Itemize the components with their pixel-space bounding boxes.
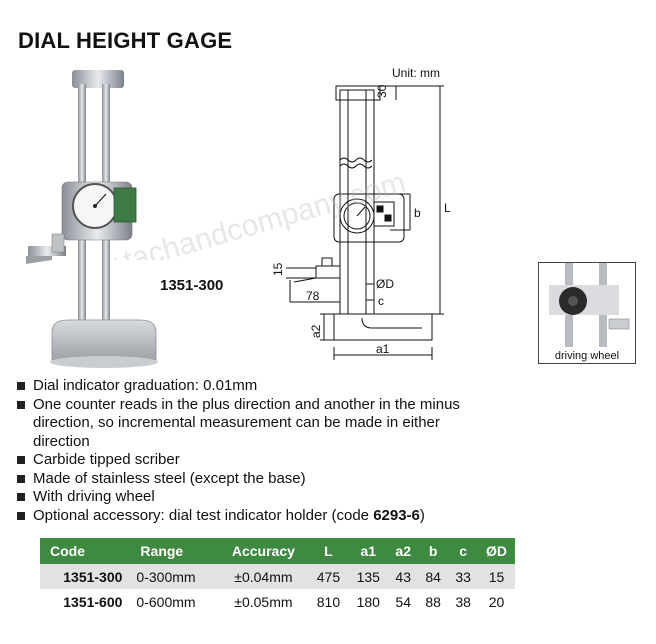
cell-a2: 43 <box>388 564 419 589</box>
header-b: b <box>418 538 449 564</box>
cell-accuracy: ±0.04mm <box>218 564 309 589</box>
cell-code: 1351-300 <box>40 564 131 589</box>
accessory-text: Optional accessory: dial test indicator … <box>33 506 374 524</box>
feature-item: Made of stainless steel (except the base… <box>16 470 486 489</box>
header-L: L <box>308 538 349 564</box>
table-row: 1351-600 0-600mm ±0.05mm 810 180 54 88 3… <box>40 589 515 614</box>
cell-a2: 54 <box>388 589 419 614</box>
dim-a1: a1 <box>376 342 390 356</box>
header-accuracy: Accuracy <box>218 538 309 564</box>
cell-c: 33 <box>448 564 479 589</box>
dim-c: c <box>378 294 384 308</box>
dim-30: 30 <box>375 84 389 98</box>
feature-item: Dial indicator graduation: 0.01mm <box>16 377 486 396</box>
product-photo <box>26 70 158 368</box>
dim-a2: a2 <box>309 324 323 338</box>
cell-L: 810 <box>308 589 349 614</box>
cell-phiD: 20 <box>478 589 515 614</box>
feature-item: Carbide tipped scriber <box>16 451 486 470</box>
cell-range: 0-600mm <box>130 589 219 614</box>
page-title: DIAL HEIGHT GAGE <box>18 28 233 53</box>
cell-range: 0-300mm <box>130 564 219 589</box>
feature-item: With driving wheel <box>16 488 486 507</box>
header-c: c <box>448 538 479 564</box>
dim-b: b <box>414 206 421 220</box>
driving-wheel-label: driving wheel <box>539 350 635 362</box>
cell-accuracy: ±0.05mm <box>218 589 309 614</box>
feature-item: One counter reads in the plus direction … <box>16 396 486 452</box>
header-phiD: ØD <box>478 538 515 564</box>
cell-c: 38 <box>448 589 479 614</box>
header-a2: a2 <box>388 538 419 564</box>
accessory-suffix: ) <box>419 506 425 524</box>
dim-phiD: ØD <box>376 277 394 291</box>
cell-L: 475 <box>308 564 349 589</box>
table-row: 1351-300 0-300mm ±0.04mm 475 135 43 84 3… <box>40 564 515 589</box>
driving-wheel-inset: driving wheel <box>538 262 636 364</box>
header-range: Range <box>130 538 219 564</box>
dimension-drawing: 30 b L 15 78 ØD c a2 a1 <box>271 84 451 360</box>
cell-phiD: 15 <box>478 564 515 589</box>
driving-wheel-image <box>549 263 630 347</box>
dim-15: 15 <box>271 262 285 276</box>
feature-item-accessory: Optional accessory: dial test indicator … <box>16 507 486 526</box>
cell-a1: 135 <box>348 564 389 589</box>
feature-list: Dial indicator graduation: 0.01mm One co… <box>16 377 486 525</box>
accessory-code: 6293-6 <box>373 506 420 524</box>
dim-78: 78 <box>306 289 320 303</box>
header-a1: a1 <box>348 538 389 564</box>
cell-a1: 180 <box>348 589 389 614</box>
dim-L: L <box>444 201 451 215</box>
model-label: 1351-300 <box>160 277 224 294</box>
unit-label: Unit: mm <box>392 66 440 80</box>
header-code: Code <box>40 538 131 564</box>
table-header-row: Code Range Accuracy L a1 a2 b c ØD <box>40 538 515 564</box>
cell-b: 88 <box>418 589 449 614</box>
cell-code: 1351-600 <box>40 589 131 614</box>
spec-table: Code Range Accuracy L a1 a2 b c ØD 1351-… <box>40 538 515 614</box>
cell-b: 84 <box>418 564 449 589</box>
